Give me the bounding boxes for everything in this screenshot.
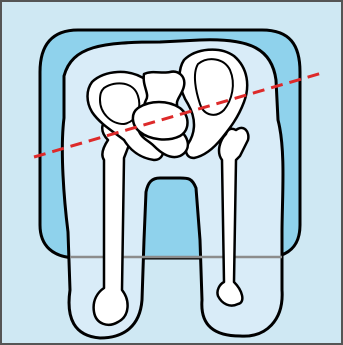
right-obturator-outline — [195, 59, 233, 115]
acetabulum-ring — [133, 102, 188, 139]
